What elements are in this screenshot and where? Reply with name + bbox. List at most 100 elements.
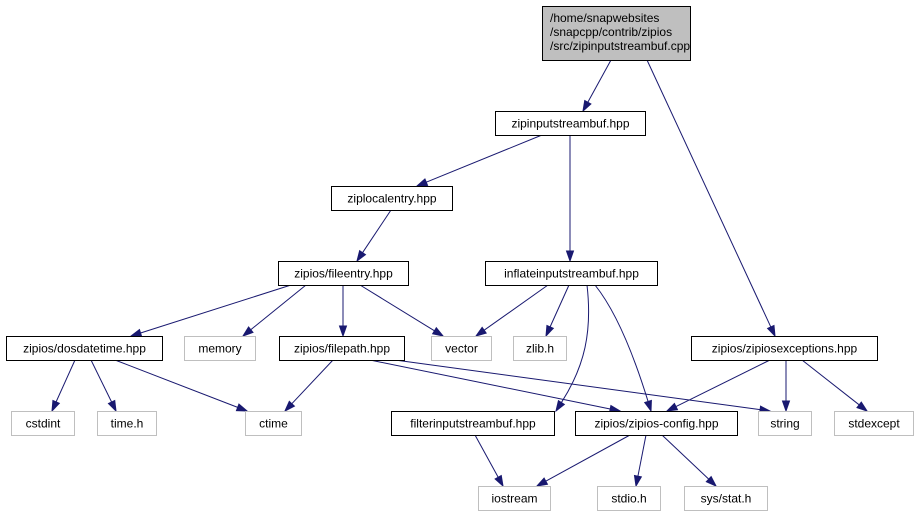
- node-box: [485, 261, 658, 286]
- node-box: [542, 6, 691, 61]
- node-label: inflateinputstreambuf.hpp: [504, 267, 639, 281]
- node-box: [478, 486, 551, 511]
- edge-line: [394, 359, 761, 411]
- edge-line: [637, 434, 647, 477]
- arrowhead-icon: [582, 99, 592, 113]
- edge-zipiosexceptions-hpp-to-stdexcept: [801, 359, 869, 412]
- node-zipiosexceptions-hpp[interactable]: zipios/zipiosexceptions.hpp: [691, 336, 878, 361]
- edge-fileentry-hpp-to-memory: [241, 284, 307, 337]
- arrowhead-icon: [781, 400, 791, 413]
- node-label: zipinputstreambuf.hpp: [511, 117, 629, 131]
- node-box: [6, 336, 163, 361]
- node-label: ctime: [259, 417, 288, 431]
- arrowhead-icon: [565, 250, 575, 263]
- node-box: [331, 186, 453, 211]
- node-vector: vector: [431, 336, 492, 361]
- edge-line: [426, 134, 543, 183]
- edge-ziplocalentry-hpp-to-fileentry-hpp: [356, 209, 392, 263]
- edge-filterinputstreambuf-hpp-to-iostream: [474, 434, 504, 488]
- node-label: cstdint: [26, 417, 61, 431]
- edge-line: [250, 284, 307, 331]
- node-label: /home/snapwebsites: [550, 11, 659, 25]
- edge-line: [661, 434, 710, 480]
- node-ziplocalentry-hpp[interactable]: ziplocalentry.hpp: [331, 186, 453, 211]
- nodes-layer: /home/snapwebsites/snapcpp/contrib/zipio…: [6, 6, 914, 511]
- node-box: [431, 336, 492, 361]
- node-label: ziplocalentry.hpp: [347, 192, 436, 206]
- edge-dosdatetime-hpp-to-cstdint: [51, 359, 76, 413]
- node-box: [575, 411, 738, 436]
- arrowhead-icon: [705, 475, 718, 488]
- edge-line: [369, 359, 611, 410]
- node-filterinputstreambuf-hpp[interactable]: filterinputstreambuf.hpp: [391, 411, 555, 436]
- node-inflateinputstreambuf-hpp[interactable]: inflateinputstreambuf.hpp: [485, 261, 658, 286]
- node-fileentry-hpp[interactable]: zipios/fileentry.hpp: [278, 261, 409, 286]
- arrowhead-icon: [356, 249, 367, 263]
- node-box: [691, 336, 878, 361]
- node-ctime: ctime: [245, 411, 302, 436]
- node-box: [684, 486, 768, 511]
- edge-line: [549, 284, 570, 328]
- node-label: string: [770, 417, 799, 431]
- edge-root-to-zipinputstreambuf-hpp: [582, 59, 612, 113]
- arrowhead-icon: [107, 399, 117, 413]
- edge-zipinputstreambuf-hpp-to-ziplocalentry-hpp: [415, 134, 543, 187]
- node-label: zipios/fileentry.hpp: [294, 267, 393, 281]
- node-dosdatetime-hpp[interactable]: zipios/dosdatetime.hpp: [6, 336, 163, 361]
- arrowhead-icon: [535, 477, 549, 487]
- edge-line: [646, 59, 772, 328]
- node-label: stdio.h: [611, 492, 646, 506]
- edge-filepath-hpp-to-string: [394, 359, 772, 414]
- edge-line: [545, 434, 631, 482]
- node-label: zlib.h: [526, 342, 554, 356]
- edge-inflateinputstreambuf-hpp-to-vector: [474, 284, 549, 337]
- edge-line: [140, 284, 292, 334]
- arrowhead-icon: [856, 401, 869, 412]
- node-label: /src/zipinputstreambuf.cpp: [550, 39, 690, 53]
- node-box: [11, 411, 75, 436]
- edge-line: [114, 359, 238, 408]
- node-label: zipios/filepath.hpp: [294, 342, 390, 356]
- edge-zipios-config-hpp-to-iostream: [535, 434, 631, 487]
- edge-zipiosexceptions-hpp-to-zipios-config-hpp: [665, 359, 771, 412]
- arrowhead-icon: [338, 325, 348, 338]
- node-label: vector: [445, 342, 478, 356]
- edge-zipiosexceptions-hpp-to-string: [781, 360, 791, 413]
- node-box: [834, 411, 914, 436]
- arrowhead-icon: [545, 324, 555, 338]
- node-label: time.h: [111, 417, 144, 431]
- node-root[interactable]: /home/snapwebsites/snapcpp/contrib/zipio…: [542, 6, 691, 61]
- arrowhead-icon: [665, 402, 679, 412]
- edge-dosdatetime-hpp-to-ctime: [114, 359, 249, 412]
- edge-line: [474, 434, 499, 478]
- edge-zipinputstreambuf-hpp-to-inflateinputstreambuf-hpp: [565, 135, 575, 263]
- node-label: stdexcept: [848, 417, 900, 431]
- edge-root-to-zipiosexceptions-hpp: [646, 59, 776, 338]
- node-filepath-hpp[interactable]: zipios/filepath.hpp: [279, 336, 405, 361]
- node-zipios-config-hpp[interactable]: zipios/zipios-config.hpp: [575, 411, 738, 436]
- edge-fileentry-hpp-to-vector: [359, 284, 445, 337]
- node-zipinputstreambuf-hpp[interactable]: zipinputstreambuf.hpp: [495, 111, 646, 136]
- edge-line: [560, 284, 590, 403]
- arrowhead-icon: [51, 399, 61, 413]
- node-box: [184, 336, 256, 361]
- node-label: zipios/zipios-config.hpp: [594, 417, 718, 431]
- node-stdio-h: stdio.h: [597, 486, 661, 511]
- node-box: [279, 336, 405, 361]
- edge-line: [587, 59, 612, 103]
- edge-line: [291, 359, 334, 405]
- node-label: iostream: [491, 492, 537, 506]
- arrowhead-icon: [494, 474, 504, 488]
- arrowhead-icon: [643, 399, 652, 413]
- node-label: /snapcpp/contrib/zipios: [550, 25, 672, 39]
- edge-filepath-hpp-to-zipios-config-hpp: [369, 359, 622, 414]
- edge-line: [90, 359, 113, 403]
- arrowhead-icon: [129, 328, 143, 337]
- node-box: [495, 111, 646, 136]
- edge-fileentry-hpp-to-dosdatetime-hpp: [129, 284, 292, 337]
- edge-zipios-config-hpp-to-stdio-h: [633, 434, 647, 488]
- arrowhead-icon: [766, 324, 776, 338]
- node-box: [97, 411, 157, 436]
- node-label: sys/stat.h: [701, 492, 752, 506]
- node-label: memory: [198, 342, 241, 356]
